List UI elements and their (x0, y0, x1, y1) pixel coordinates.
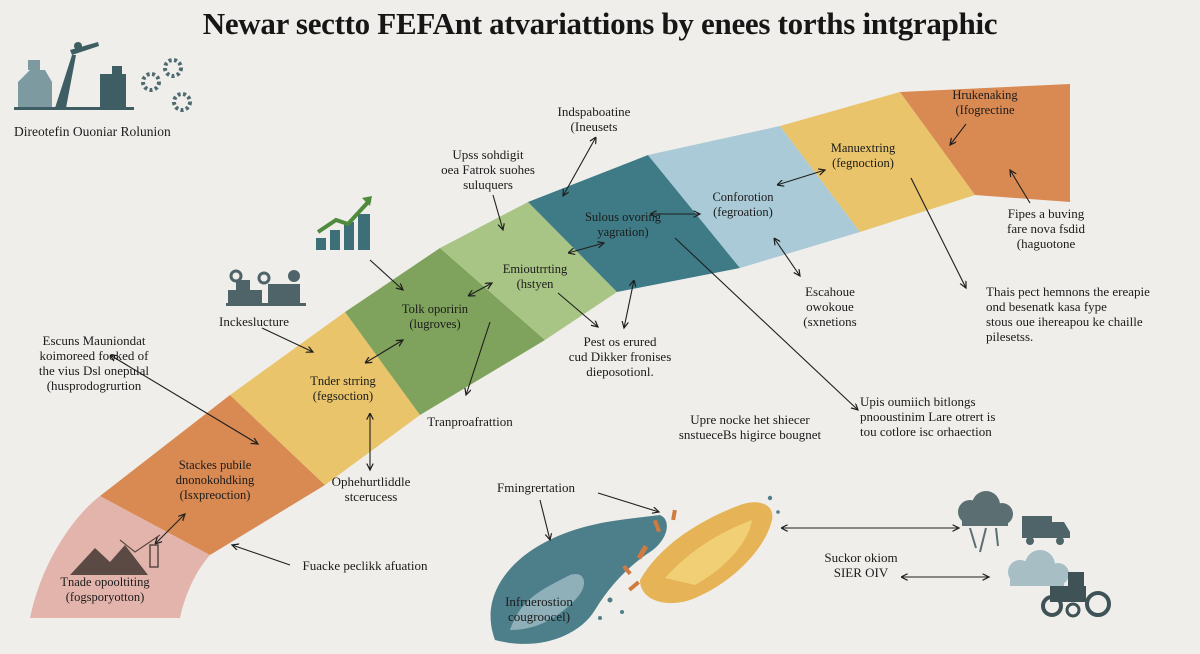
factory-icon (14, 42, 134, 110)
mountain-icon (70, 534, 161, 575)
segment-label-6: Conforotion(fegroation) (712, 190, 774, 219)
tractor-icon (1041, 572, 1111, 618)
annotation-fmingr: Fmingrertation (497, 480, 575, 495)
connector-arrows (110, 123, 1031, 577)
annotation-indspab: Indspaboatine(Ineusets (557, 104, 631, 134)
top-left-caption: Direotefin Ouoniar Rolunion (14, 124, 171, 139)
annotation-indestucture: Inckeslucture (218, 314, 290, 329)
cloud-2-icon (1008, 550, 1069, 586)
truck-icon (1022, 516, 1070, 545)
storm-cloud-icon (958, 491, 1013, 553)
segment-6-shape (648, 126, 860, 268)
segment-label-0: Tnade opooltiting(fogsporyotton) (60, 575, 150, 604)
segment-label-8: Hrukenaking(Ifogrectine (952, 88, 1018, 117)
machinery-icon (226, 269, 306, 306)
sediment-illustration (490, 495, 780, 644)
segment-label-4: Emioutrrting(hstyen (502, 262, 568, 291)
segment-label-2: Tnder strring(fegsoction) (310, 374, 376, 403)
annotation-transport: Tranproafrattion (427, 414, 513, 429)
gears-icon (141, 58, 192, 112)
growth-chart-icon (316, 196, 372, 250)
segment-7-shape (780, 92, 975, 232)
segment-label-7: Manuextring(fegnoction) (830, 141, 896, 170)
page-title: Newar sectto FEFAnt atvariattions by ene… (202, 6, 998, 41)
segment-3-shape (345, 248, 545, 415)
segment-8-shape (900, 84, 1070, 202)
segment-label-3: Tolk oporirin(lugroves) (401, 302, 469, 331)
annotation-fuacke: Fuacke peclikk afuation (302, 558, 428, 573)
